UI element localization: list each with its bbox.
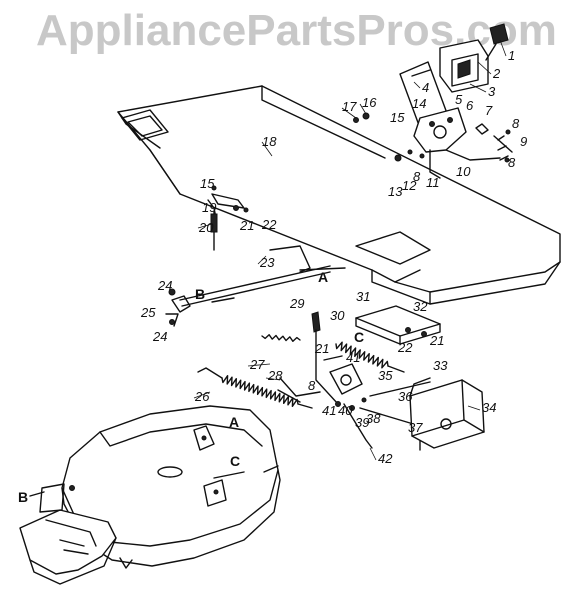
callout-p13: 13 <box>388 184 403 199</box>
letter-lA2: A <box>229 414 239 430</box>
belt-guide-31 <box>355 305 441 345</box>
callout-p41b: 41 <box>322 403 336 418</box>
connection-letter-callouts: A B C A C B <box>18 269 364 505</box>
letter-lC1: C <box>354 329 364 345</box>
callout-p8b: 8 <box>508 155 516 170</box>
callout-p40: 40 <box>338 403 353 418</box>
callout-p24a: 24 <box>157 278 172 293</box>
callout-p35: 35 <box>378 368 393 383</box>
callout-p2: 2 <box>492 66 501 81</box>
callout-p36: 36 <box>398 389 413 404</box>
callout-p33: 33 <box>433 358 448 373</box>
callout-p5: 5 <box>455 92 463 107</box>
callout-p8c: 8 <box>413 169 421 184</box>
spring-26-hook <box>197 367 223 379</box>
callout-p39: 39 <box>355 415 369 430</box>
letter-lC2: C <box>230 453 240 469</box>
callout-p38: 38 <box>366 411 381 426</box>
callout-p27: 27 <box>249 357 265 372</box>
callout-p14: 14 <box>412 96 426 111</box>
letter-lB2: B <box>18 489 28 505</box>
callout-p42: 42 <box>378 451 393 466</box>
spring-26-end <box>297 403 313 409</box>
callout-p23: 23 <box>259 255 275 270</box>
frame-plate <box>117 85 561 305</box>
callout-p17: 17 <box>342 99 357 114</box>
callout-p15b: 15 <box>200 176 215 191</box>
callout-p20: 20 <box>198 220 214 235</box>
callout-p26: 26 <box>194 389 210 404</box>
callout-p11: 11 <box>426 175 440 190</box>
discharge-chute <box>19 483 133 585</box>
spring-30 <box>335 341 389 369</box>
control-rod-23 <box>165 245 346 327</box>
callout-p15a: 15 <box>390 110 405 125</box>
callout-p12: 12 <box>402 178 417 193</box>
spring-30-end <box>387 365 405 373</box>
callout-p4: 4 <box>422 80 429 95</box>
callout-p29: 29 <box>289 296 304 311</box>
callout-p32: 32 <box>413 299 428 314</box>
callout-p21a: 21 <box>239 218 254 233</box>
callout-p41a: 41 <box>346 350 360 365</box>
spring-26 <box>221 375 299 407</box>
callout-p37: 37 <box>408 420 423 435</box>
letter-lB1: B <box>195 286 205 302</box>
springs <box>197 334 405 409</box>
callout-p16: 16 <box>362 95 377 110</box>
callout-p22a: 22 <box>261 217 277 232</box>
callout-p28: 28 <box>267 368 283 383</box>
spring-27 <box>261 334 301 342</box>
callout-p25: 25 <box>140 305 156 320</box>
left-linkage <box>207 185 249 251</box>
callout-p3: 3 <box>488 84 496 99</box>
callout-p24b: 24 <box>152 329 167 344</box>
callout-p19: 19 <box>202 200 216 215</box>
callout-p31: 31 <box>356 289 370 304</box>
callout-p8a: 8 <box>512 116 520 131</box>
callout-p21c: 21 <box>314 341 329 356</box>
callout-p34: 34 <box>482 400 496 415</box>
callout-p22b: 22 <box>397 340 413 355</box>
shift-lever-assembly <box>353 23 513 179</box>
letter-lA1: A <box>318 269 328 285</box>
callout-p8d: 8 <box>308 378 316 393</box>
callout-p9: 9 <box>520 134 527 149</box>
callout-p18: 18 <box>262 134 277 149</box>
callout-p21b: 21 <box>429 333 444 348</box>
callout-p30: 30 <box>330 308 345 323</box>
callout-p10: 10 <box>456 164 471 179</box>
callout-p1: 1 <box>508 48 515 63</box>
leader-lines <box>193 39 507 461</box>
belt-cover-34 <box>409 377 485 449</box>
callout-p7: 7 <box>485 103 493 118</box>
callout-p6: 6 <box>466 98 474 113</box>
